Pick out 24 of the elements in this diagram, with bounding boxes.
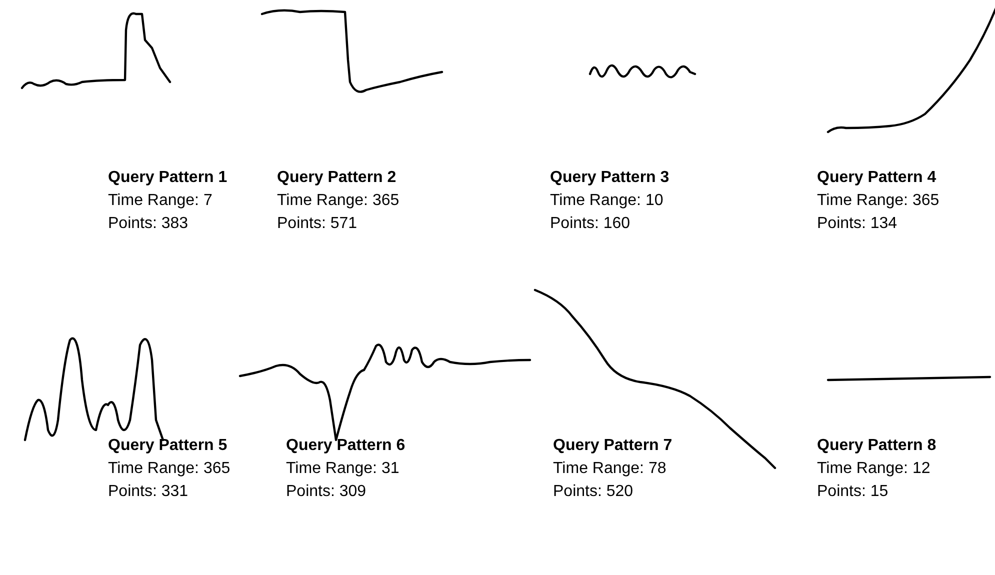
time-range-text: Time Range: 365	[817, 191, 940, 210]
time-range-text: Time Range: 365	[108, 459, 230, 478]
points-text: Points: 309	[286, 482, 366, 501]
points-text: Points: 134	[817, 214, 898, 233]
time-range-text: Time Range: 78	[553, 459, 666, 478]
points-text: Points: 383	[108, 214, 188, 233]
pattern-title: Query Pattern 1	[108, 168, 228, 187]
time-range-text: Time Range: 31	[286, 459, 400, 478]
pattern-title: Query Pattern 7	[553, 436, 672, 455]
time-range-text: Time Range: 12	[817, 459, 930, 478]
pattern-title: Query Pattern 6	[286, 436, 406, 455]
time-range-text: Time Range: 10	[550, 191, 664, 210]
points-text: Points: 331	[108, 482, 188, 501]
time-range-text: Time Range: 365	[277, 191, 400, 210]
points-text: Points: 571	[277, 214, 358, 233]
pattern-title: Query Pattern 3	[550, 168, 670, 187]
points-text: Points: 160	[550, 214, 630, 233]
time-range-text: Time Range: 7	[108, 191, 212, 210]
pattern-title: Query Pattern 2	[277, 168, 396, 187]
pattern-title: Query Pattern 5	[108, 436, 228, 455]
points-text: Points: 15	[817, 482, 888, 501]
pattern-title: Query Pattern 4	[817, 168, 936, 187]
pattern-title: Query Pattern 8	[817, 436, 936, 455]
points-text: Points: 520	[553, 482, 634, 501]
